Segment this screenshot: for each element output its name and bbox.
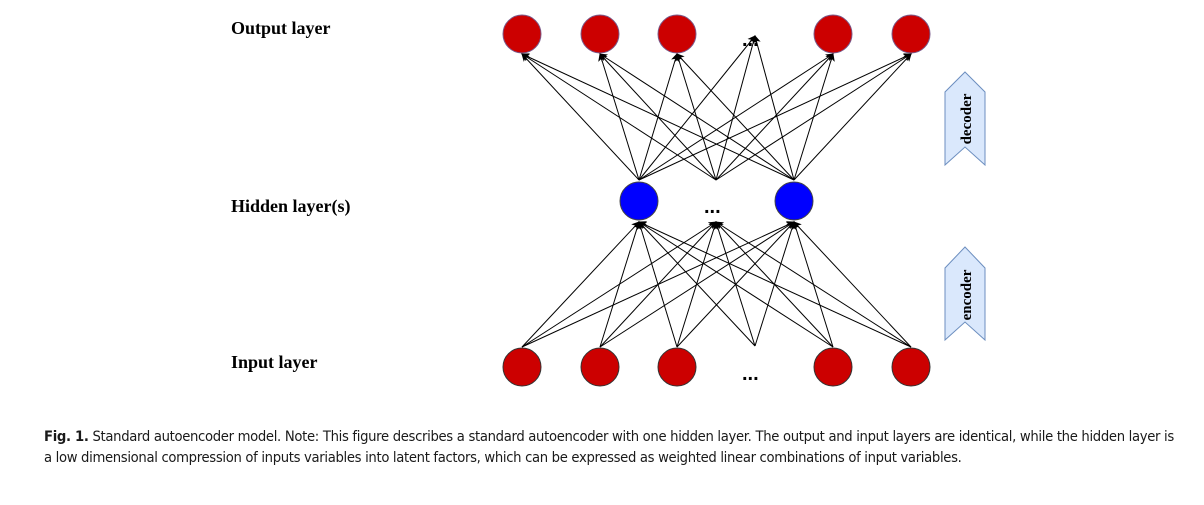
encoder-edge [715,221,912,348]
figure-caption: Fig. 1. Standard autoencoder model. Note… [44,427,1174,469]
output-node [580,14,620,54]
output-ellipsis: ... [742,29,759,51]
input-node [657,347,697,387]
encoder-edge [637,221,678,348]
hidden-node [619,181,659,221]
decoder-edge [715,35,758,181]
encoder-chevron: encoder [944,246,986,342]
encoder-edge [599,221,641,348]
input-ellipsis: ... [742,363,759,385]
decoder-edge [793,53,912,181]
decoder-edge [715,53,834,181]
decoder-edge [676,53,795,181]
decoder-edge [793,53,835,181]
decoder-edge [521,53,717,181]
output-node [813,14,853,54]
encoder-edge [793,221,912,348]
nodes [502,14,931,387]
edges [521,35,912,348]
encoder-edge [638,221,834,348]
input-node [580,347,620,387]
decoder-edge [521,53,640,181]
input-layer-label: Input layer [231,352,318,372]
decoder-edge [599,53,795,181]
caption-text: Standard autoencoder model. Note: This f… [44,429,1174,466]
decoder-edge [521,53,795,181]
encoder-edge [676,221,718,348]
decoder-edge [638,35,756,181]
output-node [657,14,697,54]
decoder-chevron: decoder [944,71,986,167]
encoder-edge [521,221,640,348]
output-layer-label: Output layer [231,18,331,38]
input-node [813,347,853,387]
autoencoder-diagram: ... ... ... decoder encoder [502,14,986,387]
input-node [502,347,542,387]
encoder-label: encoder [959,269,975,320]
figure-number: Fig. 1. [44,429,89,445]
decoder-label: decoder [959,93,975,144]
decoder-edge [752,35,795,181]
output-node [891,14,931,54]
hidden-layer-label: Hidden layer(s) [231,196,351,216]
output-node [502,14,542,54]
hidden-ellipsis: ... [704,196,721,218]
encoder-edge [638,221,756,347]
input-node [891,347,931,387]
encoder-edge [638,221,912,348]
hidden-node [774,181,814,221]
